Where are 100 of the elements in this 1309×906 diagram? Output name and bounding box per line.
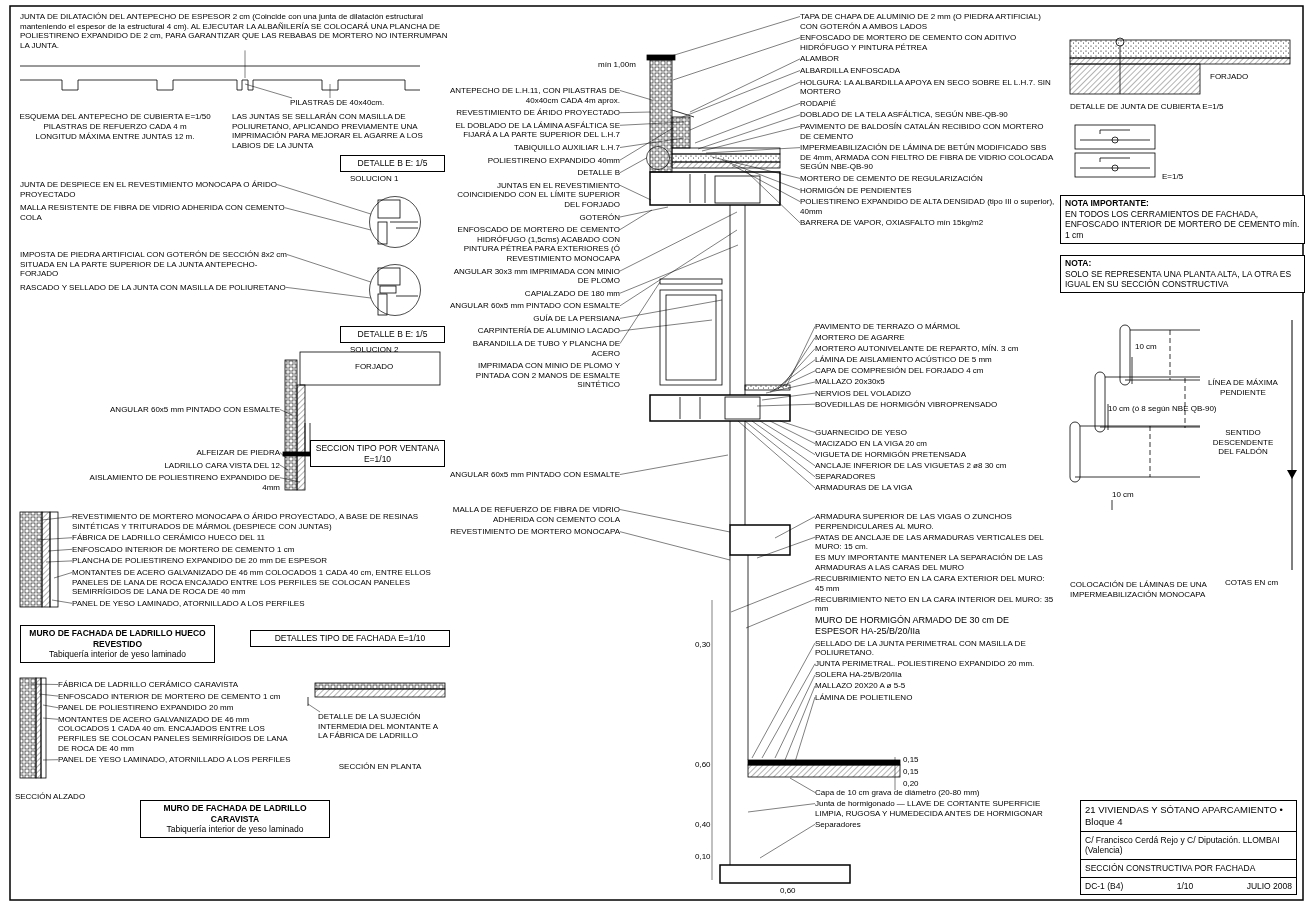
note-box — [1060, 195, 1305, 244]
callout-text: MALLA RESISTENTE DE FIBRA DE VIDRIO ADHERIDA CON CEMENTO COLA — [20, 203, 290, 223]
panel-title-box — [20, 625, 215, 663]
drawing-title: LONGITUD MÁXIMA ENTRE JUNTAS 12 m. — [35, 132, 195, 142]
leader-line — [42, 704, 59, 708]
dimension-label: 0,20 — [903, 779, 919, 789]
leader-line — [619, 111, 652, 113]
callout-text: REVESTIMIENTO DE MORTERO MONOCAPA — [450, 527, 620, 537]
scale-text: E=1/5 — [1162, 172, 1184, 182]
leader-line — [279, 409, 293, 416]
leader-line — [27, 683, 59, 685]
callout-text: GUÍA DE LA PERSIANA — [533, 313, 620, 324]
dimension-label: 0,30 — [695, 640, 711, 650]
drawing-title: COLOCACIÓN DE LÁMINAS DE UNA IMPERMEABILIZACIÓN MONOCAPA — [1070, 580, 1208, 600]
leader-line — [285, 287, 372, 299]
callout-text: LÁMINA DE AISLAMIENTO ACÚSTICO DE 5 mm — [815, 355, 992, 365]
note-text: COTAS EN cm — [1225, 578, 1279, 588]
leader-line — [697, 114, 801, 150]
panel-title: MURO DE FACHADA DE LADRILLO CARAVISTA — [162, 803, 308, 825]
callout-text: EL DOBLADO DE LA LÁMINA ASFÁLTICA SE FIJARÁ A LA PARTE SUPERIOR DEL L.H.7 — [445, 120, 620, 140]
leader-line — [38, 693, 59, 697]
leader-line — [779, 420, 816, 433]
drawing-title: SECCIÓN ALZADO — [14, 792, 86, 802]
project-title: 21 VIVIENDAS Y SÓTANO APARCAMIENTO • Bloque 4 — [1081, 801, 1296, 832]
leader-line — [619, 299, 723, 319]
callout-text: VIGUETA DE HORMIGÓN PRETENSADA — [815, 450, 966, 460]
date-text: JULIO 2008 — [1246, 880, 1292, 892]
panel-subtitle: Tabiquería interior de yeso laminado — [165, 824, 305, 835]
drawing-title: ESQUEMA DEL ANTEPECHO DE CUBIERTA E=1/50 — [19, 112, 211, 122]
leader-line — [769, 370, 816, 393]
callout-text: PANEL DE YESO LAMINADO, ATORNILLADO A LOS PERFILES — [72, 598, 305, 609]
callout-text: MONTANTES DE ACERO GALVANIZADO DE 46 mm COLOCADOS 1 CADA 40 cm, ENTRE ELLOS PANELES DE LANA DE ROCA ENCAJADO ENTRE LOS PERFILES SE COLOCAN PANELES SEMIRRÍGIDOS DE LANA DE ROCA DE 40 mm — [72, 567, 447, 597]
callout-text: ANGULAR 60x5 mm PINTADO CON ESMALTE — [110, 405, 280, 415]
callout-text: MALLAZO 20X20 A ø 5-5 — [815, 681, 906, 691]
callout-text: DETALLE DE LA SUJECIÓN INTERMEDIA DEL MONTANTE A LA FÁBRICA DE LADRILLO — [318, 712, 448, 741]
callout-text: JUNTA DE DESPIECE EN EL REVESTIMIENTO MONOCAPA O ÁRIDO PROYECTADO — [20, 180, 290, 200]
callout-text: TAPA DE CHAPA DE ALUMINIO DE 2 mm (O PIEDRA ARTIFICIAL) CON GOTERÓN A AMBOS LADOS — [800, 12, 1055, 32]
callout-text: IMPERMEABILIZACIÓN DE LÁMINA DE BETÚN MODIFICADO SBS DE 4mm, ARMADA CON FIELTRO DE FIBRA DE VIDRIO COLOCADA SEGÚN NBE-QB-90 — [800, 143, 1055, 172]
callout-text: ANGULAR 60x5 mm PINTADO CON ESMALTE — [450, 301, 620, 311]
leader-line — [619, 229, 738, 307]
callout-text: CAPIALZADO DE 180 mm — [524, 288, 620, 299]
callout-text: ANGULAR 30x3 mm IMPRIMADA CON MINIO DE PLOMO — [445, 266, 620, 286]
leader-line — [284, 207, 372, 231]
caption-text: SOLUCION 1 — [350, 173, 399, 184]
note-box — [1060, 255, 1305, 293]
callout-text: PLANCHA DE POLIESTIRENO EXPANDIDO DE 20 mm DE ESPESOR — [72, 556, 328, 566]
address-text: C/ Francisco Cerdá Rejo y C/ Diputación. LLOMBAI (Valencia) — [1081, 831, 1296, 860]
leader-line — [672, 37, 801, 81]
leader-line — [276, 184, 372, 215]
dimension-label: 0,60 — [695, 760, 711, 770]
callout-text: HOLGURA: LA ALBARDILLA APOYA EN SECO SOBRE EL L.H.7. SIN MORTERO — [800, 77, 1055, 97]
callout-text: MORTERO AUTONIVELANTE DE REPARTO, MÍN. 3 cm — [815, 344, 1019, 354]
callout-text: ARMADURAS DE LA VIGA — [815, 483, 913, 494]
callout-text: PAVIMENTO DE BALDOSÍN CATALÁN RECIBIDO CON MORTERO DE CEMENTO — [800, 121, 1055, 142]
leader-line — [751, 420, 816, 467]
callout-text: NERVIOS DEL VOLADIZO — [815, 388, 912, 399]
direction-label: SENTIDO DESCENDENTE DEL FALDÓN — [1211, 428, 1275, 457]
leader-line — [789, 777, 816, 793]
leader-line — [737, 420, 816, 489]
part-label: FORJADO — [1210, 72, 1249, 82]
callout-text: JUNTAS EN EL REVESTIMIENTO COINCIDIENDO CON EL LÍMITE SUPERIOR DEL FORJADO — [445, 180, 620, 210]
dimension-label: 0,10 — [695, 852, 711, 862]
callout-text: BARRERA DE VAPOR, OXIASFALTO mín 15kg/m2 — [800, 218, 984, 228]
leader-line — [773, 359, 816, 391]
leader-line — [35, 537, 73, 541]
leader-line — [730, 578, 816, 613]
leader-line — [619, 206, 669, 218]
leader-line — [785, 326, 816, 388]
section-title-box: SECCION TIPO POR VENTANA E=1/10 — [310, 440, 445, 468]
callout-text: Capa de 10 cm grava de diámetro (20-80 mm) — [815, 788, 980, 798]
drawing-title: SECCIÓN CONSTRUCTIVA POR FACHADA — [1081, 860, 1296, 878]
caption-text: SOLUCION 2 — [350, 344, 399, 355]
leader-line — [721, 159, 801, 191]
leader-line — [279, 452, 287, 459]
callout-text: RASCADO Y SELLADO DE LA JUNTA CON MASILLA DE POLIURETANO — [20, 282, 286, 293]
leader-line — [711, 156, 801, 179]
detail-callout-circle — [369, 196, 421, 248]
callout-text: RODAPIÉ — [800, 98, 836, 109]
leader-line — [42, 717, 59, 720]
callout-text: JUNTA PERIMETRAL. POLIESTIRENO EXPANDIDO 20 mm. — [815, 659, 1035, 669]
leader-line — [679, 70, 801, 119]
leader-line — [619, 531, 731, 561]
callout-text: BOVEDILLAS DE HORMIGÓN VIBROPRENSADO — [815, 399, 998, 410]
leader-line — [619, 244, 739, 294]
leader-line — [619, 185, 652, 201]
callout-text: TABIQUILLO AUXILIAR L.H.7 — [513, 142, 620, 153]
leader-line — [619, 121, 685, 126]
callout-text: ENFOSCADO INTERIOR DE MORTERO DE CEMENTO 1 cm — [72, 544, 295, 555]
detail-title-box: DETALLE B E: 1/5 — [340, 155, 445, 172]
note-text: IMPRIMADA CON MINIO DE PLOMO Y PINTADA CON 2 MANOS DE ESMALTE SINTÉTICO — [474, 361, 620, 391]
dimension-label: 0,60 — [780, 886, 796, 896]
note-text: EN TODOS LOS CERRAMIENTOS DE FACHADA, ENFOSCADO INTERIOR DE MORTERO DE CEMENTO mín. 1 cm — [1065, 208, 1300, 241]
leader-line — [761, 392, 816, 401]
panel-subtitle: Tabiquería interior de yeso laminado — [48, 649, 187, 660]
leader-line — [774, 516, 816, 539]
callout-text: MORTERO DE AGARRE — [815, 333, 905, 343]
drawing-title: PILASTRAS DE REFUERZO CADA 4 m — [43, 122, 187, 132]
callout-text: Junta de hormigonado — LLAVE DE CORTANTE SUPERFICIE LIMPIA, RUGOSA Y HUMEDECIDA ANTES DE HORMIGONAR — [815, 799, 1055, 819]
drawing-code: DC-1 (B4) — [1085, 880, 1124, 892]
callout-text: HORMIGÓN DE PENDIENTES — [800, 185, 912, 196]
